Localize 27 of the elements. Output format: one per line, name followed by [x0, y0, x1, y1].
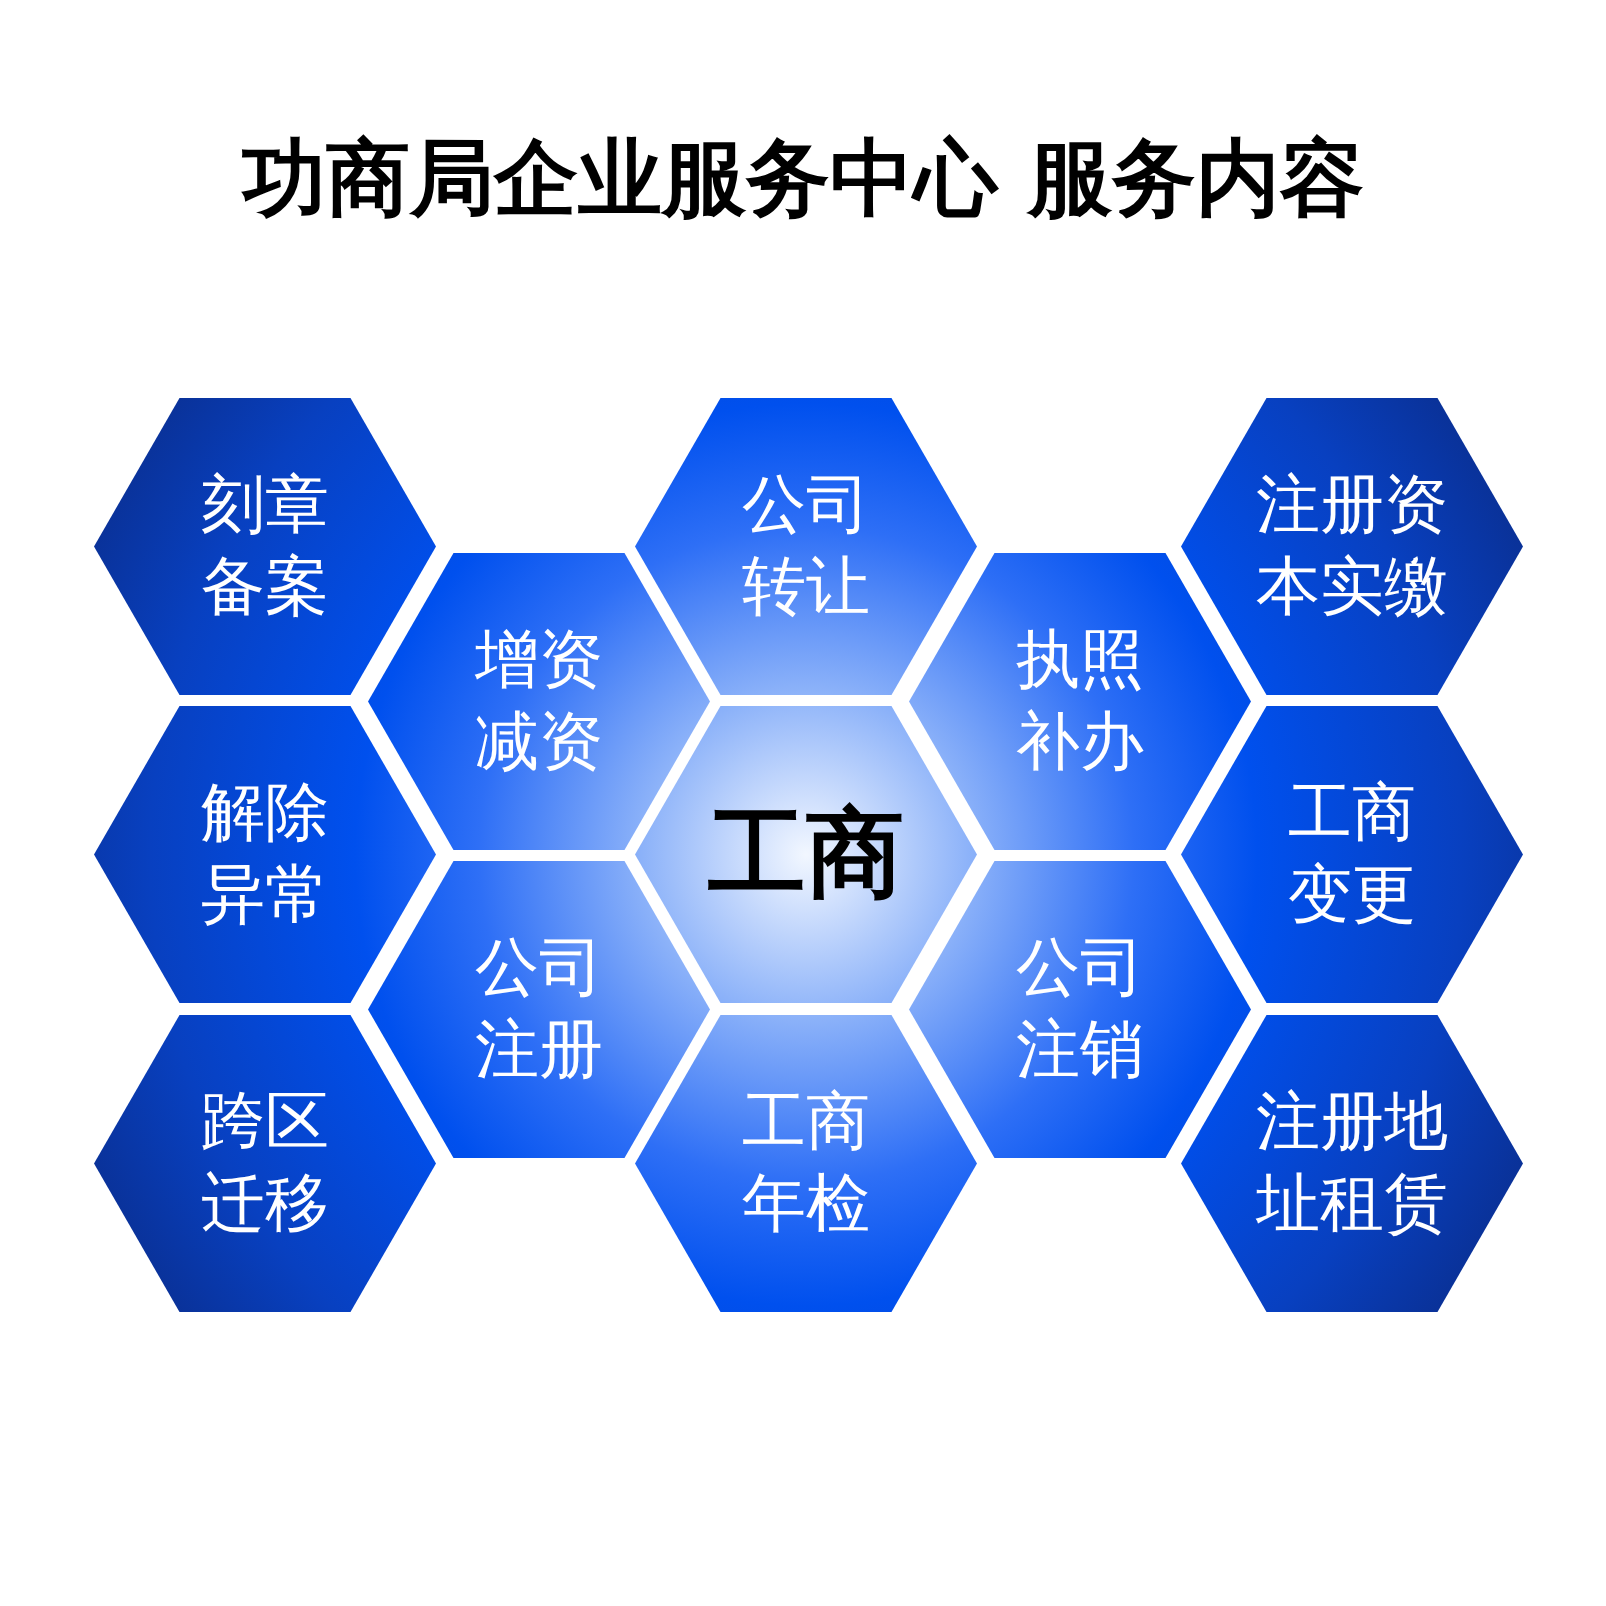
hexagon-tile: [1181, 1014, 1523, 1312]
hexagon-tile: [909, 552, 1251, 850]
tile-label: 执照补办: [1015, 621, 1145, 780]
tile-label: 工商年检: [741, 1083, 871, 1242]
hexagon-tile: [368, 860, 710, 1158]
tile-label: 公司注销: [1015, 929, 1145, 1088]
hexagon-tile: [635, 1014, 977, 1312]
tile-label: 工商: [707, 795, 905, 913]
tile-label: 公司注册: [474, 929, 604, 1088]
diagram-title: 功商局企业服务中心 服务内容: [242, 128, 1364, 229]
tile-label: 注册资本实缴: [1255, 466, 1449, 625]
hexagon-tile: [94, 705, 436, 1003]
tile-label: 跨区迁移: [200, 1083, 330, 1242]
hexagon-tile: [94, 1014, 436, 1312]
hexagon-tile: [94, 397, 436, 695]
hexagon-tile: [368, 552, 710, 850]
tile-label: 工商变更: [1287, 774, 1417, 933]
hexagon-tile: [1181, 397, 1523, 695]
tile-label: 注册地址租赁: [1255, 1083, 1449, 1242]
hexagon-tile: [635, 397, 977, 695]
hexagon-tile: [1181, 705, 1523, 1003]
tile-label: 刻章备案: [200, 466, 330, 625]
hexagon-tile: [909, 860, 1251, 1158]
tile-label: 增资减资: [474, 621, 604, 780]
tile-label: 公司转让: [741, 466, 871, 625]
hexagon-tile: [635, 705, 977, 1003]
tile-label: 解除异常: [200, 774, 330, 933]
